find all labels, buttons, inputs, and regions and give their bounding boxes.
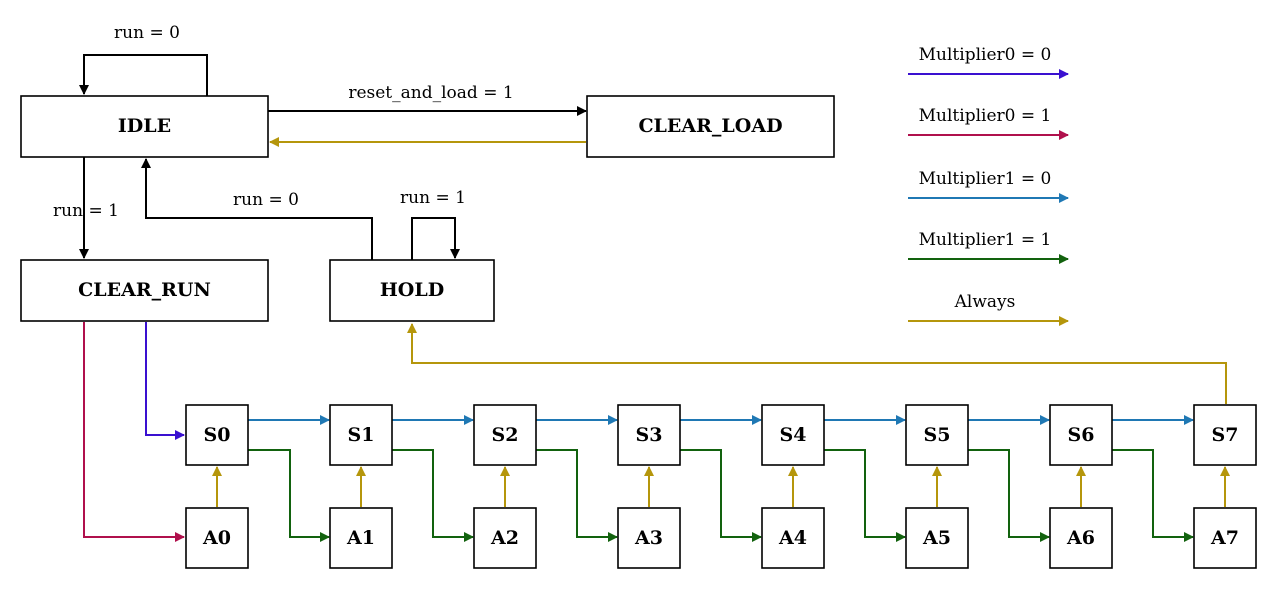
state-clear-load-label: CLEAR_LOAD	[638, 115, 782, 137]
state-s7-label: S7	[1212, 424, 1239, 446]
label-idle-to-clear-load: reset_and_load = 1	[348, 83, 513, 103]
state-hold-label: HOLD	[380, 279, 444, 301]
legend-item-m0-zero: Multiplier0 = 0	[908, 45, 1069, 79]
edge-s5-to-a6	[968, 449, 1050, 542]
state-a3-label: A3	[634, 527, 663, 549]
state-s4: S4	[761, 404, 825, 466]
state-s4-label: S4	[780, 424, 807, 446]
edge-s3-to-a4	[680, 449, 762, 542]
state-a3: A3	[617, 507, 681, 569]
state-a2-label: A2	[490, 527, 519, 549]
state-s5: S5	[905, 404, 969, 466]
state-s3: S3	[617, 404, 681, 466]
state-s1-label: S1	[348, 424, 375, 446]
legend-label: Always	[954, 292, 1016, 312]
legend-item-m1-zero: Multiplier1 = 0	[908, 169, 1069, 203]
state-a5-label: A5	[922, 527, 951, 549]
edge-s4-to-a5	[824, 449, 906, 542]
state-s5-label: S5	[924, 424, 951, 446]
edge-hold-to-idle	[141, 158, 373, 260]
state-a0-label: A0	[202, 527, 231, 549]
legend-item-m1-one: Multiplier1 = 1	[908, 230, 1069, 264]
edge-s7-to-hold	[407, 323, 1227, 404]
state-a4: A4	[761, 507, 825, 569]
state-a4-label: A4	[778, 527, 807, 549]
state-s2: S2	[473, 404, 537, 466]
state-s7: S7	[1193, 404, 1257, 466]
state-a6: A6	[1049, 507, 1113, 569]
state-s6-label: S6	[1068, 424, 1095, 446]
edge-clear-run-to-a0	[83, 322, 185, 542]
state-a5: A5	[905, 507, 969, 569]
state-s1: S1	[329, 404, 393, 466]
legend-label: Multiplier0 = 0	[919, 45, 1052, 65]
legend-item-m0-one: Multiplier0 = 1	[908, 106, 1069, 140]
label-hold-to-idle: run = 0	[233, 190, 299, 210]
state-s0-label: S0	[204, 424, 231, 446]
state-hold: HOLD	[329, 259, 495, 322]
legend-label: Multiplier1 = 0	[919, 169, 1052, 189]
legend-label: Multiplier0 = 1	[919, 106, 1052, 126]
edge-s6-to-a7	[1112, 449, 1194, 542]
legend-item-always: Always	[908, 292, 1069, 326]
legend: Multiplier0 = 0 Multiplier0 = 1 Multipli…	[908, 45, 1069, 326]
edge-idle-self	[79, 54, 208, 96]
label-hold-self: run = 1	[400, 188, 466, 208]
state-a2: A2	[473, 507, 537, 569]
state-idle: IDLE	[20, 95, 269, 158]
state-a1: A1	[329, 507, 393, 569]
state-s0: S0	[185, 404, 249, 466]
state-a1-label: A1	[346, 527, 375, 549]
state-idle-label: IDLE	[118, 115, 171, 137]
state-s6: S6	[1049, 404, 1113, 466]
state-clear-load: CLEAR_LOAD	[586, 95, 835, 158]
state-clear-run-label: CLEAR_RUN	[78, 279, 211, 301]
edge-s1-to-a2	[392, 449, 474, 542]
label-idle-self: run = 0	[114, 23, 180, 43]
legend-label: Multiplier1 = 1	[919, 230, 1052, 250]
state-s3-label: S3	[636, 424, 663, 446]
state-a0: A0	[185, 507, 249, 569]
state-a7: A7	[1193, 507, 1257, 569]
edge-s0-to-a1	[248, 449, 330, 542]
edge-s2-to-a3	[536, 449, 618, 542]
edge-clear-run-to-s0	[145, 322, 185, 440]
edge-hold-self	[411, 217, 460, 260]
state-a6-label: A6	[1066, 527, 1095, 549]
label-idle-to-clear-run: run = 1	[53, 201, 119, 221]
state-clear-run: CLEAR_RUN	[20, 259, 269, 322]
state-s2-label: S2	[492, 424, 519, 446]
state-a7-label: A7	[1210, 527, 1239, 549]
